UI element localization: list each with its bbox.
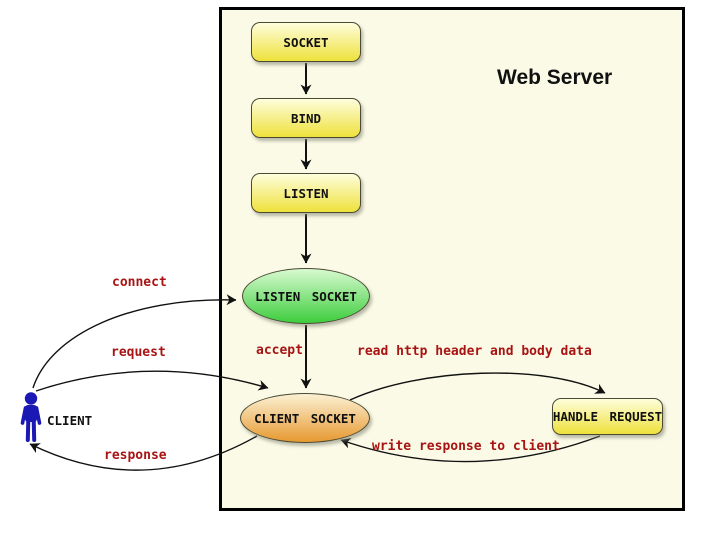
- node-socket-label: SOCKET: [283, 34, 329, 50]
- node-handle-request: HANDLE REQUEST: [552, 398, 663, 435]
- diagram-title: Web Server: [497, 66, 613, 89]
- arrow-response: [29, 435, 258, 471]
- arrow-connect: [32, 294, 237, 389]
- node-listen-socket-label: LISTEN SOCKET: [255, 288, 357, 304]
- node-client-socket-label: CLIENT SOCKET: [254, 410, 356, 426]
- arrow-write-response: [340, 435, 601, 463]
- edge-label-write-response: write response to client: [372, 439, 560, 454]
- node-listen-label: LISTEN: [283, 185, 329, 201]
- client-actor-label: CLIENT: [47, 413, 93, 428]
- node-bind: BIND: [251, 98, 361, 138]
- node-client-socket: CLIENT SOCKET: [240, 393, 370, 443]
- node-socket: SOCKET: [251, 22, 361, 62]
- arrow-request: [35, 370, 269, 392]
- node-handle-request-label: HANDLE REQUEST: [552, 409, 663, 424]
- edge-label-read-http: read http header and body data: [357, 344, 592, 359]
- edge-label-request: request: [111, 345, 166, 360]
- edge-label-response: response: [104, 448, 167, 463]
- node-listen-socket: LISTEN SOCKET: [242, 268, 370, 324]
- client-person-icon: [20, 392, 42, 442]
- node-listen: LISTEN: [251, 173, 361, 213]
- arrow-read-http: [349, 372, 606, 401]
- edge-label-connect: connect: [112, 275, 167, 290]
- node-bind-label: BIND: [290, 110, 322, 126]
- edge-label-accept: accept: [256, 343, 303, 358]
